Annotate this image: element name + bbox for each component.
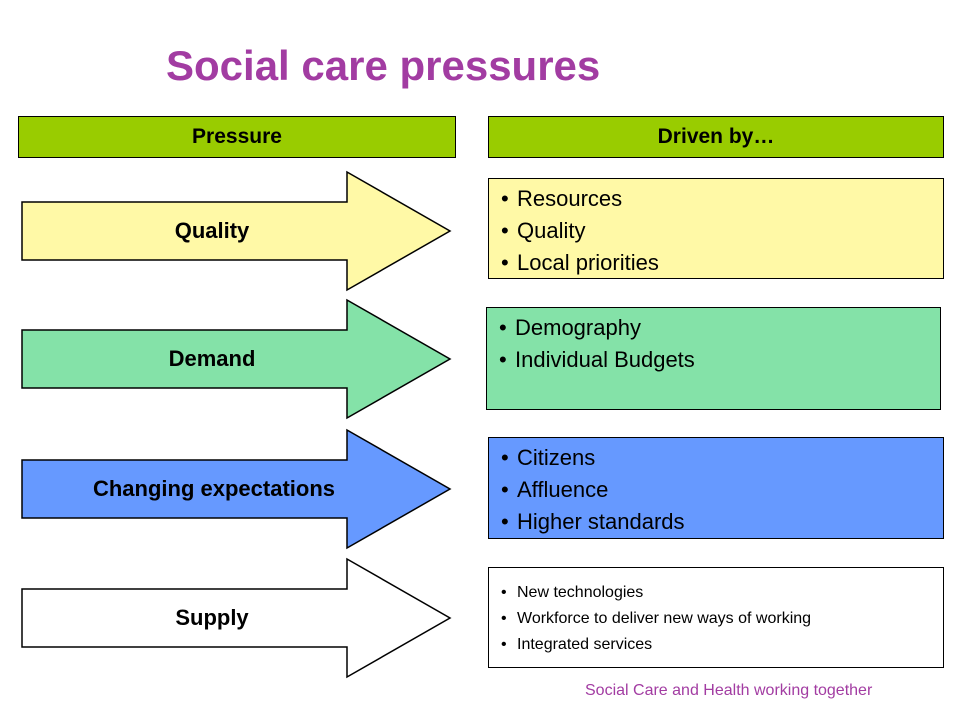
footer-tagline: Social Care and Health working together — [585, 682, 873, 699]
pressure-arrow-quality: Quality — [21, 170, 452, 292]
arrow-shape-supply — [21, 557, 452, 679]
header-pressure-label: Pressure — [192, 125, 282, 148]
header-pressure: Pressure — [18, 116, 456, 158]
driver-item: New technologies — [499, 580, 933, 606]
driver-item: Workforce to deliver new ways of working — [499, 606, 933, 632]
drivers-box-quality: Resources Quality Local priorities — [488, 178, 944, 279]
driver-item: Citizens — [499, 442, 933, 474]
arrow-shape-demand — [21, 298, 452, 420]
pressure-arrow-changing-expectations: Changing expectations — [21, 428, 452, 550]
drivers-box-supply: New technologies Workforce to deliver ne… — [488, 567, 944, 668]
driver-item: Higher standards — [499, 506, 933, 538]
arrow-shape-changing-expectations — [21, 428, 452, 550]
driver-item: Resources — [499, 183, 933, 215]
driver-item: Integrated services — [499, 632, 933, 658]
arrow-shape-quality — [21, 170, 452, 292]
pressure-label-demand: Demand — [168, 346, 256, 371]
pressure-arrow-demand: Demand — [21, 298, 452, 420]
pressure-label-changing-expectations: Changing expectations — [92, 476, 336, 501]
header-driven-by: Driven by… — [488, 116, 944, 158]
drivers-box-demand: Demography Individual Budgets — [486, 307, 941, 410]
driver-item: Individual Budgets — [497, 344, 930, 376]
driver-item: Local priorities — [499, 247, 933, 279]
driver-item: Demography — [497, 312, 930, 344]
pressure-arrow-supply: Supply — [21, 557, 452, 679]
drivers-box-changing-expectations: Citizens Affluence Higher standards — [488, 437, 944, 539]
pressure-label-quality: Quality — [174, 218, 250, 243]
pressure-label-supply: Supply — [175, 605, 249, 630]
header-driven-by-label: Driven by… — [657, 125, 775, 148]
driver-item: Affluence — [499, 474, 933, 506]
driver-item: Quality — [499, 215, 933, 247]
page-title: Social care pressures — [166, 42, 601, 89]
